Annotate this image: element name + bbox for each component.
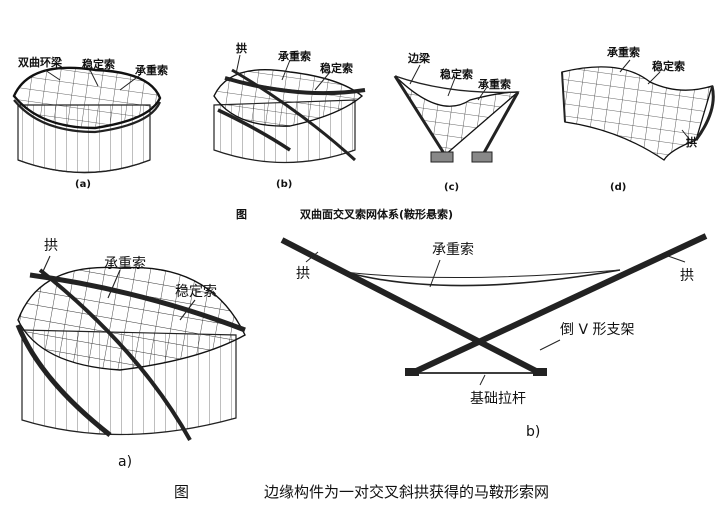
frame-label-bearing-cable: 承重索 xyxy=(432,241,474,258)
panel-c-label-edge-beam: 边梁 xyxy=(407,51,431,65)
panel-a-roof xyxy=(12,66,162,130)
bottom-panel-b: 拱 承重索 拱 倒 V 形支架 基础拉杆 b) xyxy=(280,233,708,440)
bearing-cable xyxy=(344,269,621,287)
bottom-panel-a: 拱 承重索 稳定索 a) xyxy=(15,238,246,470)
panel-d-label-bearing-cable: 承重索 xyxy=(607,45,640,59)
panel-b-label-arch: 拱 xyxy=(236,41,247,55)
panel-d-label-arch: 拱 xyxy=(686,135,697,149)
frame-label-arch-right: 拱 xyxy=(680,268,694,284)
top-caption-prefix: 图 xyxy=(236,208,247,221)
panel-a-label-bearing-cable: 承重索 xyxy=(135,63,168,77)
frame-label-arch-left: 拱 xyxy=(296,266,310,282)
panel-c-label-stabilizing-cable: 稳定索 xyxy=(440,67,473,81)
panel-a-label-ring-beam: 双曲环梁 xyxy=(18,55,63,69)
saddle-label-arch: 拱 xyxy=(44,238,58,254)
saddle-roof xyxy=(17,266,246,371)
arch-left xyxy=(280,237,542,376)
top-panel-c: 边梁 稳定索 承重索 (c) xyxy=(393,51,520,193)
panel-a-caption: (a) xyxy=(75,179,91,190)
panel-c-footing-right xyxy=(471,151,493,163)
frame-label-v-support: 倒 V 形支架 xyxy=(560,322,634,338)
panel-c-caption: (c) xyxy=(444,182,459,193)
saddle-label-stabilizing-cable: 稳定索 xyxy=(175,283,217,300)
panel-b-caption: (b) xyxy=(276,179,292,190)
bottom-caption-prefix: 图 xyxy=(174,483,189,501)
top-panel-b: 拱 承重索 稳定索 (b) xyxy=(213,41,366,190)
bottom-caption: 边缘构件为一对交叉斜拱获得的马鞍形索网 xyxy=(264,483,549,501)
support-left xyxy=(405,368,419,376)
support-right xyxy=(533,368,547,376)
top-panel-a: 双曲环梁 稳定索 承重索 (a) xyxy=(12,55,168,190)
frame-label-foundation-tie: 基础拉杆 xyxy=(470,390,526,407)
panel-a-label-stabilizing-cable: 稳定索 xyxy=(82,57,115,71)
arch-right xyxy=(410,233,708,376)
saddle-label-bearing-cable: 承重索 xyxy=(104,255,146,272)
panel-d-caption: (d) xyxy=(610,182,626,193)
saddle-caption: a) xyxy=(118,454,132,470)
panel-d-label-stabilizing-cable: 稳定索 xyxy=(652,59,685,73)
top-panel-d: 承重索 稳定索 拱 (d) xyxy=(561,45,715,193)
panel-c-footing-left xyxy=(430,151,454,163)
panel-b-label-bearing-cable: 承重索 xyxy=(278,49,311,63)
frame-caption: b) xyxy=(526,424,540,440)
panel-b-label-stabilizing-cable: 稳定索 xyxy=(320,61,353,75)
panel-c-label-bearing-cable: 承重索 xyxy=(478,77,511,91)
top-caption: 双曲面交叉索网体系(鞍形悬索) xyxy=(300,207,453,221)
